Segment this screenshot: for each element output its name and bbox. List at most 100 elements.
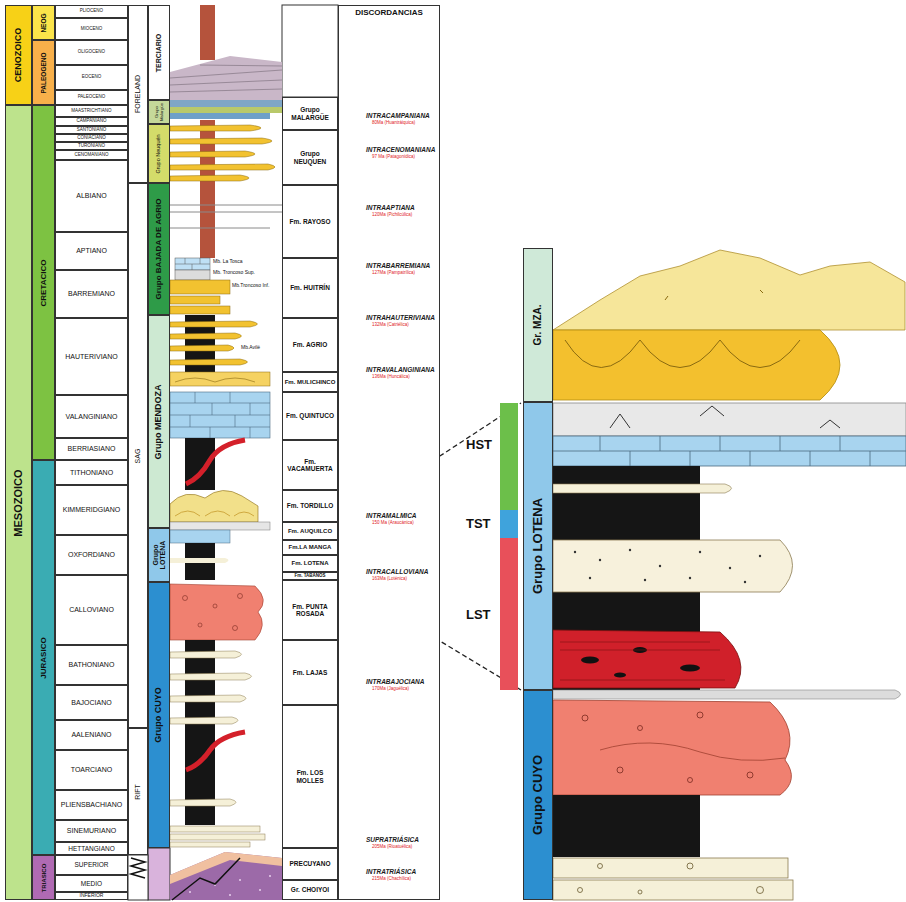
node-text: Fm.LA MANGA — [289, 544, 332, 550]
formation-cell: Fm. PUNTA ROSADA — [282, 580, 338, 640]
node-text: SANTONIANO — [77, 128, 107, 133]
group-band: Grupo Malargüe — [148, 100, 170, 124]
node-text: JURASICO — [39, 462, 47, 853]
era-band: CENOZOICO — [5, 5, 32, 105]
group-band: Grupo LOTENA — [148, 528, 170, 582]
formation-cell: Fm. RAYOSO — [282, 185, 338, 258]
formation-cell: Fm. AUQUILCO — [282, 522, 338, 540]
stage-cell: TOARCIANO — [55, 750, 128, 790]
group-box: Grupo LOTENA — [523, 402, 553, 690]
stage-cell: CENOMANIANO — [55, 150, 128, 160]
member-label: Mb. La Tosca — [213, 259, 243, 265]
node-text: PRECUYANO — [290, 860, 331, 867]
node-text: Grupo BAJADA DE AGRIO — [155, 185, 163, 313]
formation-cell: Grupo MALARGÜE — [282, 97, 338, 130]
node-text: Fm. QUINTUCO — [286, 412, 334, 419]
member-label: Mb.Avilé — [241, 345, 260, 351]
stage-cell: PALEOCENO — [55, 90, 128, 105]
era-band: MESOZOICO — [5, 105, 32, 900]
node-text: DISCORDANCIAS — [355, 9, 423, 18]
group-band: TERCIARIO — [148, 5, 170, 100]
node-text: CONIACIANO — [77, 136, 106, 141]
unconformity-age: 132Ma (Catriélica) — [372, 323, 409, 328]
unconformity-age: 170Ma (Jaguélica) — [372, 687, 409, 692]
unconformity-name: INTRACALLOVIANA — [366, 568, 428, 575]
node-text: Fm. TORDILLO — [287, 502, 333, 509]
period-band: JURASICO — [32, 460, 55, 855]
node-text: Fm. MULICHINCO — [285, 379, 336, 385]
period-band: PALEOGENO — [32, 40, 55, 105]
column-header: DISCORDANCIAS — [338, 5, 440, 900]
unconformity-name: SUPRATRIÁSICA — [366, 836, 419, 843]
period-band: CRETACICO — [32, 105, 55, 460]
node-text: BATHONIANO — [69, 661, 115, 669]
period-band: TRIASICO — [32, 855, 55, 900]
node-text: Gr. CHOIYOI — [291, 886, 329, 893]
group-box: Gr. MZA. — [523, 248, 553, 402]
node-text: NEOG — [40, 7, 47, 38]
group-band: Grupo Neuquén — [148, 124, 170, 183]
formation-cell: Fm. AGRIO — [282, 318, 338, 372]
unconformity-name: INTRAMALMICA — [366, 512, 417, 519]
stage-cell: EOCENO — [55, 65, 128, 90]
node-text: Fm. HUITRÍN — [290, 284, 330, 291]
group-band: Grupo MENDOZA — [148, 315, 170, 528]
unconformity-name: INTRAHAUTERIVIANA — [366, 314, 435, 321]
node-text: TOARCIANO — [71, 766, 113, 774]
node-text: SINEMURIANO — [67, 827, 116, 835]
stage-cell: CAMPANIANO — [55, 117, 128, 126]
formation-cell: Fm. HUITRÍN — [282, 258, 338, 318]
unconformity-age: 205Ma (Rioatuélica) — [372, 845, 412, 850]
stage-cell: OXFORDIANO — [55, 535, 128, 575]
node-text: SUPERIOR — [75, 861, 109, 868]
node-text: TERCIARIO — [155, 7, 162, 98]
unconformity-name: INTRACENOMANIANA — [366, 146, 435, 153]
stage-cell: VALANGINIANO — [55, 395, 128, 438]
stage-cell: ALBIANO — [55, 160, 128, 232]
node-text: ALBIANO — [76, 192, 106, 200]
node-text: HAUTERIVIANO — [65, 353, 118, 361]
node-text: FORELAND — [134, 7, 141, 181]
unconformity-name: INTRATRIÁSICA — [366, 868, 416, 875]
unconformity-age: 136Ma (Huncálica) — [372, 375, 410, 380]
node-text: PLIENSBACHIANO — [61, 801, 122, 809]
stage-cell: PLIOCENO — [55, 5, 128, 18]
unconformity-age: 97 Ma (Patagonídica) — [372, 155, 415, 160]
node-text: BARREMIANO — [68, 290, 115, 298]
stage-cell: TURONIANO — [55, 142, 128, 150]
formation-cell: Fm.LA MANGA — [282, 540, 338, 555]
unconformity-age: 80Ma (Huantráiquica) — [372, 121, 415, 126]
node-text: Gr. MZA. — [533, 250, 544, 400]
stage-cell: SANTONIANO — [55, 126, 128, 134]
stage-cell: HAUTERIVIANO — [55, 318, 128, 395]
node-text: Grupo LOTENA — [152, 530, 167, 580]
node-text: CRETACICO — [39, 107, 47, 458]
node-text: Fm. VACAMUERTA — [284, 458, 336, 472]
formation-cell: Fm. LOTENA — [282, 555, 338, 572]
node-text: Grupo CUYO — [154, 584, 163, 846]
stage-cell: BARREMIANO — [55, 270, 128, 318]
node-text: OLIGOCENO — [78, 50, 105, 55]
node-text: OXFORDIANO — [68, 551, 115, 559]
node-text: Fm. AGRIO — [293, 341, 327, 348]
node-text: Fm. LOTENA — [292, 560, 329, 566]
stage-cell: SINEMURIANO — [55, 820, 128, 842]
node-text: PALEOGENO — [40, 42, 47, 103]
node-text: Grupo CUYO — [531, 692, 545, 898]
formation-cell: Fm. LOS MOLLES — [282, 705, 338, 848]
systems-tract-label: LST — [466, 608, 491, 622]
node-text: TURONIANO — [78, 144, 105, 149]
unconformity-age: 150 Ma (Araucánica) — [372, 521, 414, 526]
unconformity-name: INTRABAJOCIANA — [366, 678, 425, 685]
node-text: CENOMANIANO — [74, 153, 108, 158]
node-text: AALENIANO — [71, 731, 111, 739]
stage-cell: AALENIANO — [55, 720, 128, 750]
node-text: BERRIASIANO — [68, 445, 116, 453]
stage-cell: TITHONIANO — [55, 460, 128, 485]
stage-cell: HETTANGIANO — [55, 842, 128, 855]
node-text: EOCENO — [82, 75, 102, 80]
node-text: CALLOVIANO — [69, 606, 114, 614]
stage-cell: CONIACIANO — [55, 134, 128, 142]
node-text: Grupo MENDOZA — [154, 317, 163, 526]
